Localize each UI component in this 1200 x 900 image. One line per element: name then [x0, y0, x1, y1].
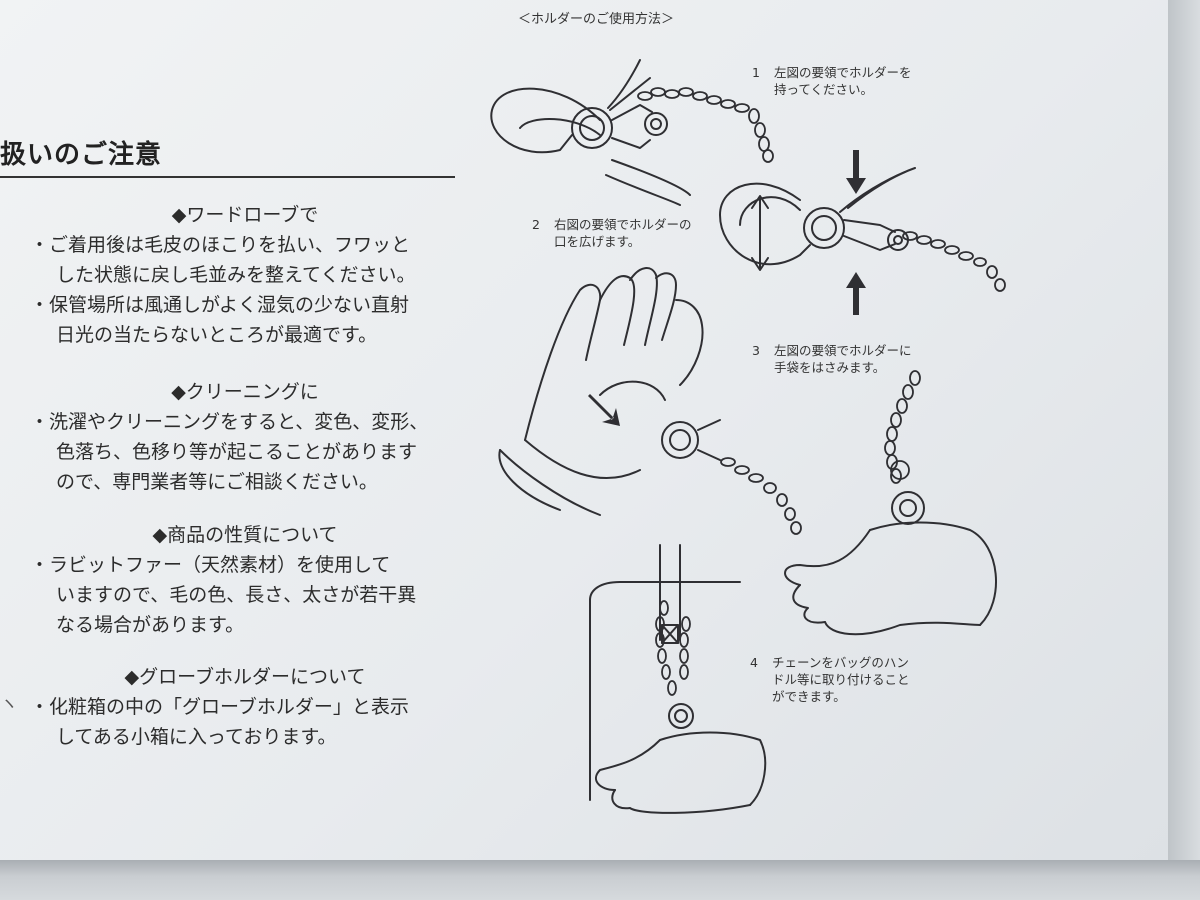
- section-text: ので、専門業者等にご相談ください。: [56, 471, 378, 493]
- section-text: ・ラビットファー（天然素材）を使用して: [30, 554, 391, 576]
- step-text: 左図の要領でホルダーに: [774, 343, 912, 358]
- section-properties: ◆商品の性質について ・ラビットファー（天然素材）を使用して いますので、毛の色…: [30, 520, 460, 640]
- step-number: 1: [752, 65, 760, 80]
- step-text: チェーンをバッグのハン: [772, 655, 909, 670]
- holder-illustrations: [490, 59, 1006, 814]
- chain-illustration: [720, 457, 802, 535]
- double-arrow-icon: [751, 195, 769, 271]
- chain-illustration: [655, 600, 691, 696]
- usage-step-1: 1 左図の要領でホルダーを 持ってください。: [752, 64, 912, 98]
- holder-illustration: [719, 167, 916, 266]
- section-title: ◆クリーニングに: [171, 381, 319, 403]
- section-text: ・化粧箱の中の「グローブホルダー」と表示: [30, 696, 409, 718]
- glove-illustration: [784, 491, 997, 636]
- arrow-icon: [588, 394, 620, 426]
- section-text: してある小箱に入っております。: [56, 726, 337, 748]
- chain-illustration: [637, 87, 774, 163]
- holder-illustration: [490, 59, 691, 206]
- step-text: 左図の要領でホルダーを: [774, 65, 912, 80]
- title-rule: [0, 176, 455, 178]
- page-title: 扱いのご注意: [0, 140, 163, 170]
- step-text: ができます。: [772, 689, 846, 704]
- section-title: ◆商品の性質について: [152, 524, 338, 546]
- section-text: 日光の当たらないところが最適です。: [56, 324, 378, 346]
- usage-title: ＜ホルダーのご使用方法＞: [518, 12, 675, 27]
- section-text: した状態に戻し毛並みを整えてください。: [56, 264, 416, 286]
- page-shadow: [0, 860, 1200, 900]
- step-text: 持ってください。: [774, 82, 874, 97]
- section-text: ・ご着用後は毛皮のほこりを払い、フワッと: [30, 234, 411, 256]
- step-number: 2: [532, 217, 540, 232]
- page-edge: [1168, 0, 1200, 860]
- step-text: ドル等に取り付けること: [772, 672, 910, 687]
- section-text: ・保管場所は風通しがよく湿気の少ない直射: [30, 294, 410, 316]
- step-text: 右図の要領でホルダーの: [554, 217, 692, 232]
- glove-illustration: [498, 267, 721, 516]
- usage-step-2: 2 右図の要領でホルダーの 口を広げます。: [532, 216, 692, 250]
- margin-mark: ヽ: [0, 694, 18, 715]
- chain-illustration: [902, 231, 1006, 292]
- section-cleaning: ◆クリーニングに ・洗濯やクリーニングをすると、変色、変形、 色落ち、色移り等が…: [30, 377, 460, 497]
- section-wardrobe: ◆ワードローブで ・ご着用後は毛皮のほこりを払い、フワッと した状態に戻し毛並み…: [30, 200, 460, 350]
- section-glove-holder: ◆グローブホルダーについて ・化粧箱の中の「グローブホルダー」と表示 してある小…: [30, 662, 460, 752]
- section-title: ◆グローブホルダーについて: [124, 666, 366, 688]
- section-title: ◆ワードローブで: [171, 204, 319, 226]
- usage-step-3: 3 左図の要領でホルダーに 手袋をはさみます。: [752, 342, 912, 376]
- arrow-icon: [846, 150, 866, 315]
- step-number: 3: [752, 343, 760, 358]
- step-text: 口を広げます。: [554, 234, 641, 249]
- bag-illustration: [589, 544, 767, 814]
- section-text: なる場合があります。: [56, 614, 245, 636]
- section-text: ・洗濯やクリーニングをすると、変色、変形、: [30, 411, 429, 433]
- step-text: 手袋をはさみます。: [774, 360, 886, 375]
- section-text: 色落ち、色移り等が起こることがあります: [56, 441, 418, 463]
- chain-illustration: [884, 370, 921, 484]
- usage-step-4: 4 チェーンをバッグのハン ドル等に取り付けること ができます。: [750, 654, 910, 705]
- manual-page: [0, 0, 1168, 860]
- section-text: いますので、毛の色、長さ、太さが若干異: [56, 584, 417, 606]
- step-number: 4: [750, 655, 758, 670]
